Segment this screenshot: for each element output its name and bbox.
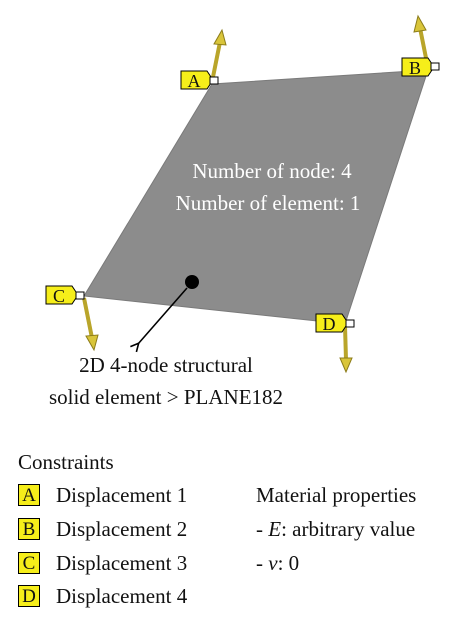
node-tag-a: A (180, 70, 219, 91)
element-count-text: Number of element: 1 (176, 191, 361, 215)
node-tag-b: B (401, 57, 440, 78)
displacement-arrow-c (82, 297, 99, 352)
callout-arrow (138, 287, 188, 344)
callout-line-2: solid element > PLANE182 (49, 385, 283, 409)
node-count-text: Number of node: 4 (192, 159, 352, 183)
element-centroid-dot (185, 275, 199, 289)
callout-line-1: 2D 4-node structural (79, 353, 253, 377)
node-tag-c: C (45, 285, 85, 306)
displacement-arrow-d (339, 325, 353, 374)
svg-text:B: B (409, 58, 421, 78)
svg-text:D: D (323, 314, 336, 334)
displacement-arrow-a (210, 28, 227, 83)
node-tag-d: D (315, 313, 355, 334)
svg-text:C: C (53, 286, 65, 306)
svg-text:A: A (188, 71, 201, 91)
